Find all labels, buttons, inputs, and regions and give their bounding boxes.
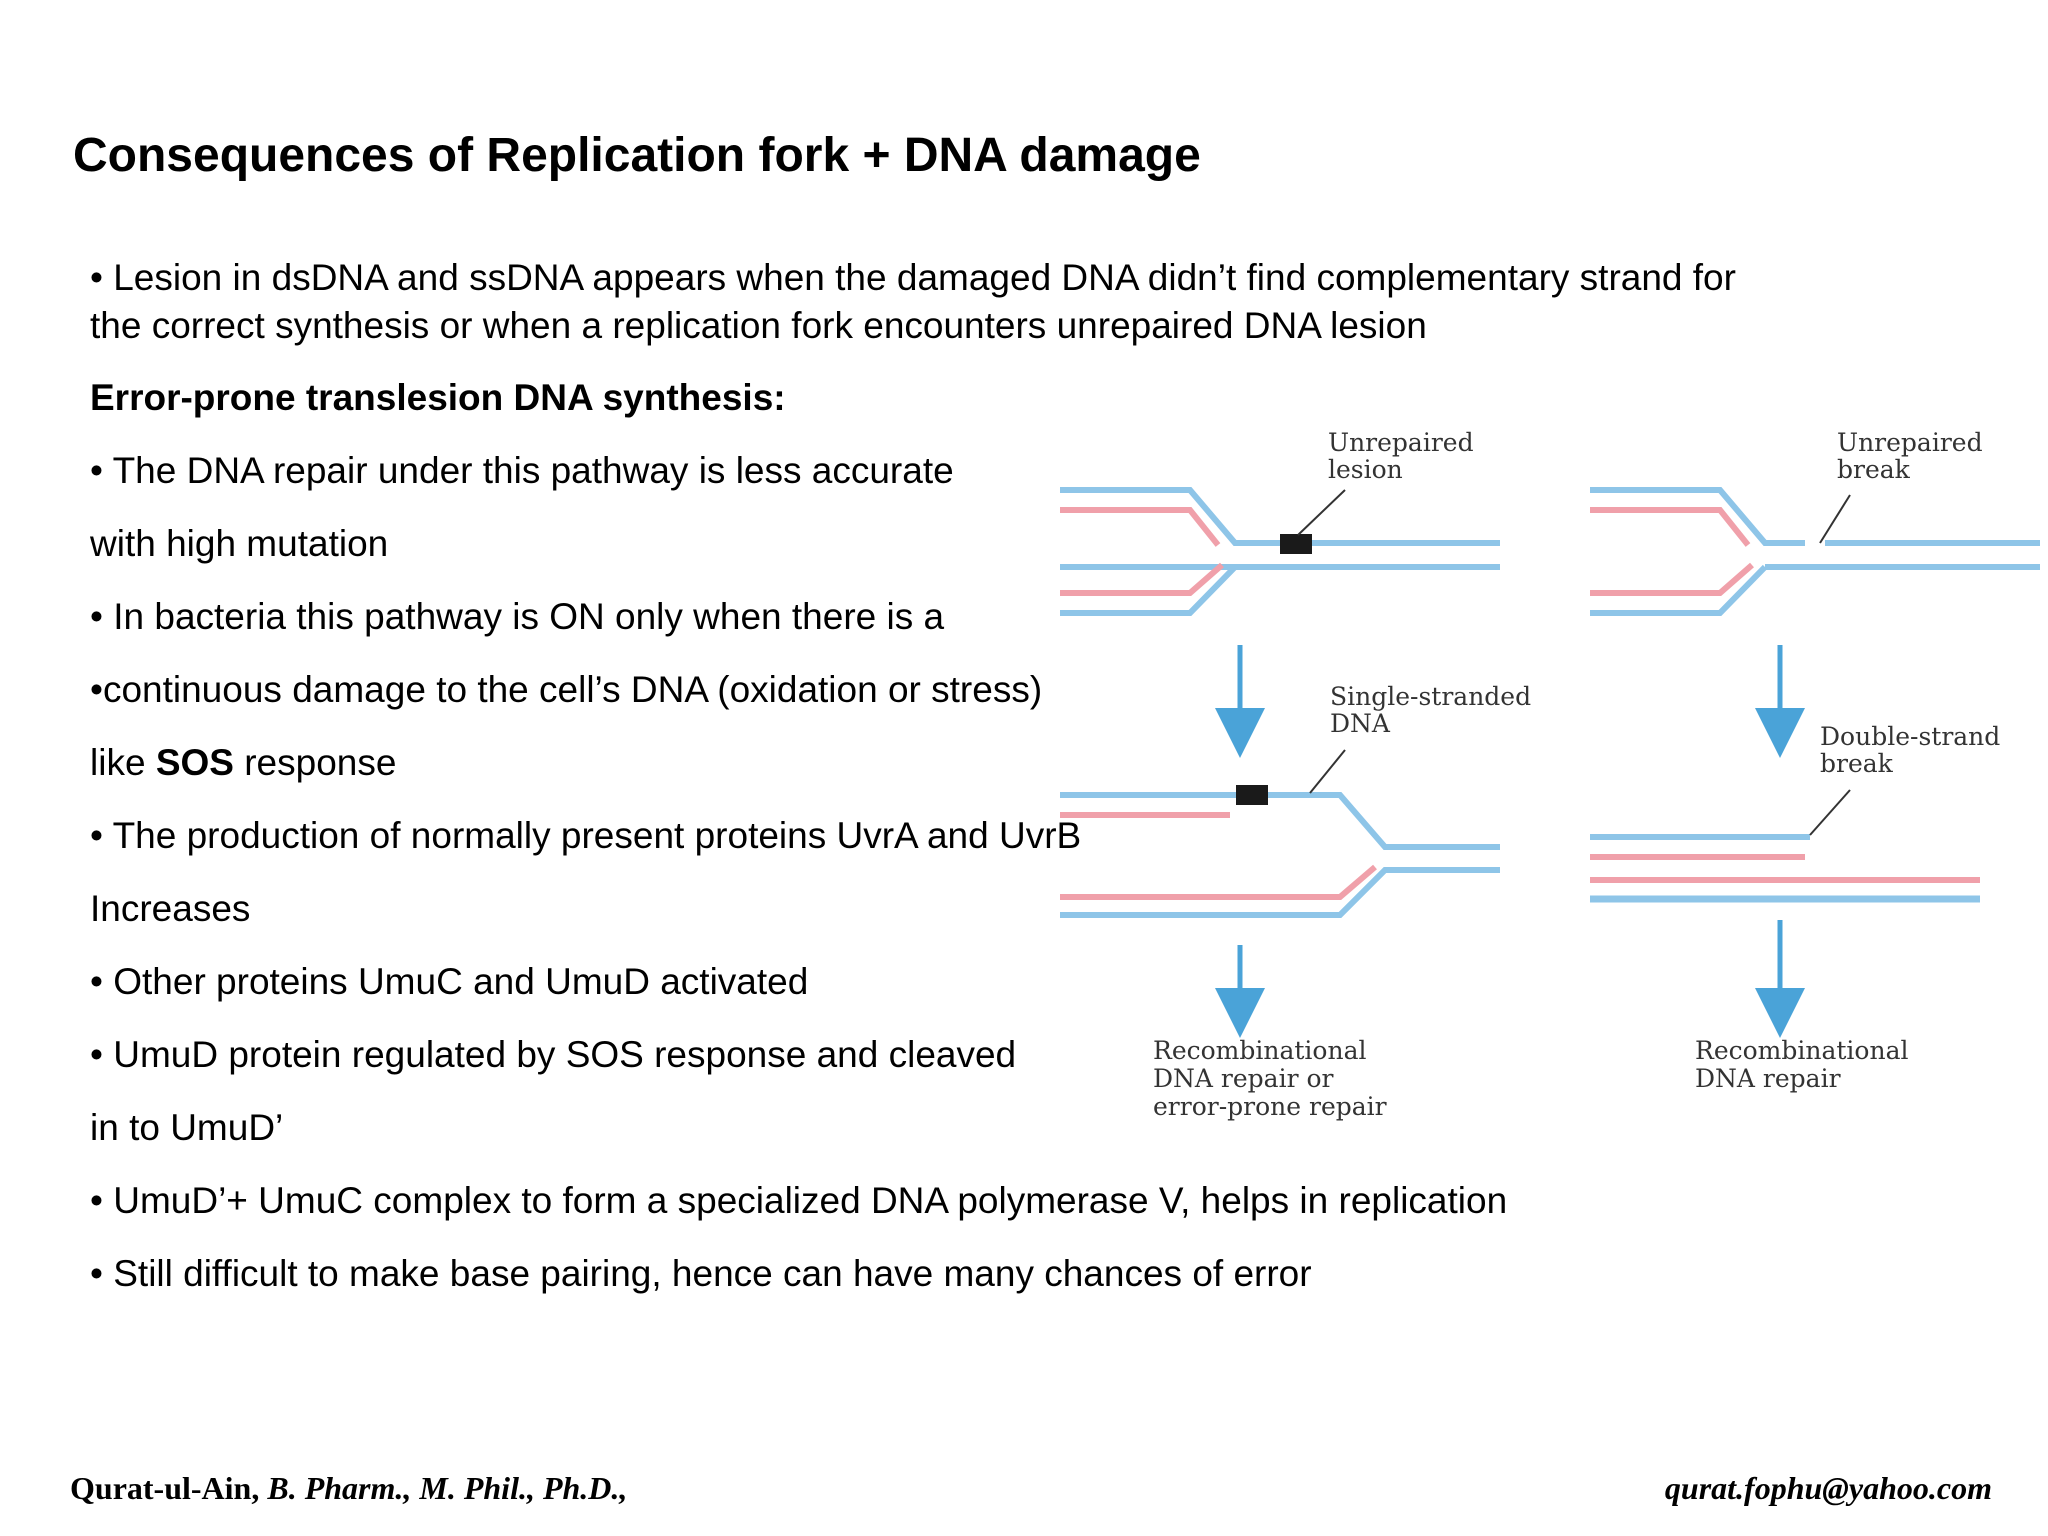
footer-email: qurat.fophu@yahoo.com	[1665, 1470, 1992, 1507]
lesion-marker	[1280, 534, 1312, 554]
bullet-base-pairing: • Still difficult to make base pairing, …	[90, 1253, 1312, 1294]
label-recomb-right-2: DNA repair	[1695, 1064, 1841, 1093]
label-double-strand-1: Double-strand	[1820, 722, 2000, 751]
bullet-umu-activated: • Other proteins UmuC and UmuD activated	[90, 961, 809, 1002]
label-unrepaired-break-2: break	[1837, 455, 1911, 484]
label-unrepaired-break-1: Unrepaired	[1837, 428, 1983, 457]
bullet-polymerase-v: • UmuD’+ UmuC complex to form a speciali…	[90, 1180, 1508, 1221]
label-unrepaired-lesion-2: lesion	[1328, 455, 1403, 484]
author-email: qurat.fophu@yahoo.com	[1664, 1470, 1992, 1506]
text-increases: Increases	[90, 888, 251, 929]
lesion-marker-2	[1236, 785, 1268, 805]
text-umud-prime: in to UmuD’	[90, 1107, 284, 1148]
bullet-uvr-proteins: • The production of normally present pro…	[90, 815, 1082, 856]
label-recomb-left-3: error-prone repair	[1153, 1092, 1387, 1121]
fork-single-stranded	[1060, 749, 1500, 918]
label-recomb-left-1: Recombinational	[1153, 1036, 1366, 1065]
author-degrees: B. Pharm., M. Phil., Ph.D.,	[259, 1470, 628, 1506]
bullet-less-accurate: • The DNA repair under this pathway is l…	[90, 450, 954, 491]
bullet-continuous-damage: •continuous damage to the cell’s DNA (ox…	[90, 669, 1043, 710]
bullet-lesion-line1: • Lesion in dsDNA and ssDNA appears when…	[90, 257, 1736, 298]
label-single-stranded-1: Single-stranded	[1330, 682, 1531, 711]
label-recomb-right-1: Recombinational	[1695, 1036, 1908, 1065]
text-sos-response: like SOS response	[90, 739, 396, 787]
text-sos-post: response	[233, 742, 397, 783]
fork-lesion-top	[1060, 487, 1500, 616]
bullet-bacteria: • In bacteria this pathway is ON only wh…	[90, 596, 945, 637]
label-recomb-left-2: DNA repair or	[1153, 1064, 1334, 1093]
text-sos-pre: like	[90, 742, 156, 783]
fork-double-strand-break	[1590, 789, 1980, 903]
footer-author: Qurat-ul-Ain, B. Pharm., M. Phil., Ph.D.…	[70, 1470, 627, 1507]
section-heading: Error-prone translesion DNA synthesis:	[90, 377, 786, 418]
text-sos-bold: SOS	[155, 742, 234, 783]
label-unrepaired-lesion-1: Unrepaired	[1328, 428, 1474, 457]
label-single-stranded-2: DNA	[1330, 709, 1391, 738]
page-title: Consequences of Replication fork + DNA d…	[73, 129, 1201, 182]
bullet-umud-cleaved: • UmuD protein regulated by SOS response…	[90, 1034, 1017, 1075]
author-name: Qurat-ul-Ain,	[70, 1470, 260, 1506]
text-high-mutation: with high mutation	[90, 523, 389, 564]
fork-break-top	[1590, 487, 2040, 616]
replication-fork-diagram: Unrepaired lesion Unrepaired break Singl…	[1060, 428, 2040, 1121]
bullet-lesion-line2: the correct synthesis or when a replicat…	[90, 305, 1427, 346]
label-double-strand-2: break	[1820, 749, 1894, 778]
